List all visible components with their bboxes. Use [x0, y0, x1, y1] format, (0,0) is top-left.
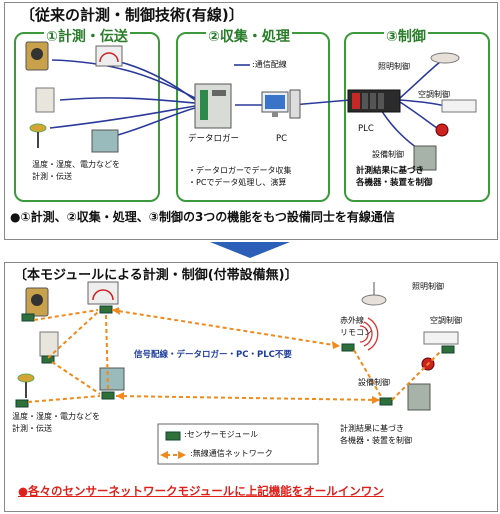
bottom-bullet: ●各々のセンサーネットワークモジュールに上記機能をオールインワン — [18, 484, 384, 498]
legend-wireless-label: :無線通信ネットワーク — [190, 449, 273, 458]
top-bullet: ●①計測、②収集・処理、③制御の3つの機能をもつ設備同士を有線通信 — [10, 210, 395, 224]
section-measure-label: ①計測・伝送 — [44, 26, 130, 46]
ceiling-light-icon — [430, 52, 460, 64]
bottom-control-note-1: 計測結果に基づき — [340, 424, 404, 433]
center-note: 信号配線・データロガー・PC・PLC不要 — [134, 350, 292, 360]
thermo-sensor-icon — [35, 87, 55, 113]
lighting-label: 照明制御 — [378, 62, 410, 71]
control-note-1: 計測結果に基づき — [356, 166, 425, 176]
sensor-module-5 — [15, 399, 29, 408]
valve-icon — [435, 123, 449, 137]
section-process-label: ②収集・処理 — [206, 26, 292, 46]
pc-label: PC — [276, 134, 288, 144]
ir-remote-label-2: リモコン — [340, 328, 372, 337]
gauge-meter-icon-2 — [87, 281, 119, 305]
sensor-module-6 — [341, 343, 355, 352]
bottom-measure-note-1: 温度・湿度・電力などを — [12, 412, 100, 421]
transition-arrow — [210, 242, 290, 258]
sensor-module-2 — [99, 305, 113, 314]
bottom-lighting-label: 照明制御 — [412, 282, 444, 291]
ir-remote-label-1: 赤外線 — [340, 316, 364, 325]
temp-probe-icon — [29, 123, 47, 133]
section-control-box — [344, 32, 490, 202]
wireless-links — [27, 309, 441, 456]
ir-signal-icon — [359, 317, 379, 351]
bottom-measure-note-2: 計測・伝送 — [12, 424, 52, 433]
gauge-meter-icon — [95, 45, 123, 67]
legend-module-label: :センサーモジュール — [184, 430, 259, 439]
sensor-module-3 — [41, 355, 55, 364]
control-panel-icon-2 — [407, 383, 431, 411]
air-conditioner-icon — [441, 99, 477, 113]
top-title: 〔従来の計測・制御技術(有線)〕 — [20, 6, 244, 24]
wire-10 — [399, 101, 441, 131]
wire-7 — [291, 99, 351, 106]
wire-2 — [119, 61, 196, 101]
wire-3 — [59, 97, 196, 104]
bottom-aircon-label: 空調制御 — [430, 316, 462, 325]
control-note-2: 各機器・装置を制御 — [356, 178, 433, 188]
air-conditioner-icon-2 — [423, 331, 459, 345]
legend-wire-label: :通信配線 — [252, 60, 287, 69]
sensor-module-1 — [21, 313, 35, 322]
sensor-module-7 — [379, 397, 393, 406]
wire-4 — [49, 105, 196, 129]
wire-1 — [51, 59, 196, 99]
measure-note-2: 計測・伝送 — [32, 172, 72, 181]
bottom-title: 〔本モジュールによる計測・制御(付帯設備無)〕 — [14, 268, 298, 283]
wire-11 — [379, 107, 421, 151]
monitoring-camera-icon — [91, 129, 119, 153]
measure-note-1: 温度・湿度、電力などを — [32, 160, 120, 169]
section-control-label: ③制御 — [384, 26, 428, 46]
process-note-1: ・データロガーでデータ収集 — [188, 166, 292, 175]
bottom-equipment-label: 設備制御 — [358, 378, 390, 387]
monitoring-camera-icon-2 — [99, 367, 125, 391]
process-note-2: ・PCでデータ処理し、演算 — [188, 178, 287, 187]
bottom-control-note-2: 各機器・装置を制御 — [340, 436, 412, 445]
pc-tower-icon — [289, 89, 301, 119]
sensor-module-8 — [441, 345, 455, 354]
bottom-panel — [4, 262, 498, 512]
equipment-label: 設備制御 — [372, 150, 404, 159]
control-panel-icon — [413, 145, 437, 171]
wire-8 — [399, 61, 441, 99]
datalogger-label: データロガー — [188, 134, 240, 144]
plc-label: PLC — [358, 124, 374, 134]
aircon-label: 空調制御 — [418, 90, 450, 99]
legend-box — [157, 423, 319, 465]
sensor-module-legend — [165, 431, 181, 441]
sensor-module-4 — [101, 391, 115, 400]
